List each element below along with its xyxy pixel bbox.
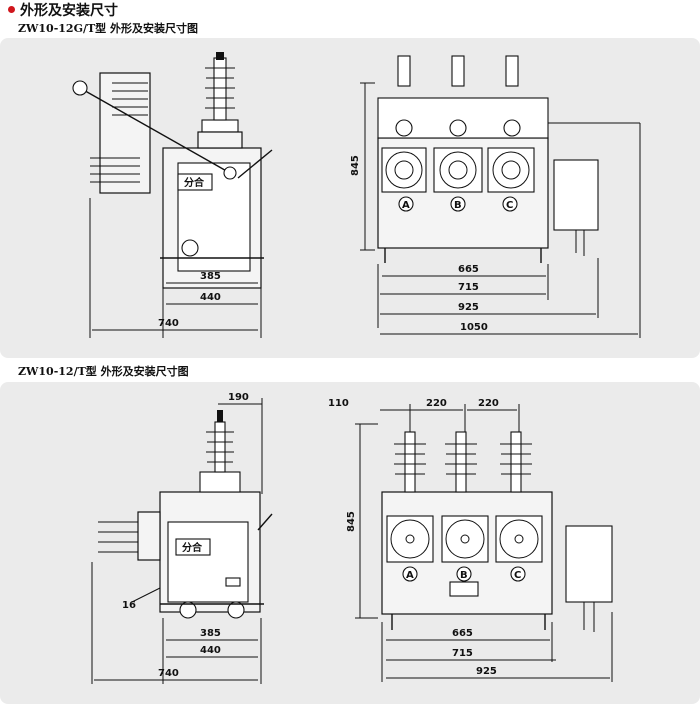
dim-845-1: 845 bbox=[350, 155, 361, 176]
section-header: 外形及安装尺寸 bbox=[8, 0, 118, 20]
phase-b-label-1: B bbox=[454, 200, 462, 211]
phase-b-2: B bbox=[441, 515, 489, 582]
section2-title: ZW10-12/T型 外形及安装尺寸图 bbox=[18, 365, 189, 378]
drawing-zw10-12gt: 分合 385 440 740 A bbox=[72, 52, 641, 338]
phase-a-2: A bbox=[386, 515, 434, 582]
dim-220-b: 220 bbox=[478, 398, 499, 409]
dim-110: 110 bbox=[328, 398, 349, 409]
dim-845-2: 845 bbox=[346, 511, 357, 532]
switch-label-1: 分合 bbox=[184, 176, 205, 189]
control-box-1 bbox=[553, 159, 599, 231]
lever-end bbox=[223, 166, 237, 180]
dim-740-2: 740 bbox=[158, 668, 179, 679]
dim-715-2: 715 bbox=[452, 648, 473, 659]
phase-c-1: C bbox=[487, 147, 535, 212]
phase-a-label-1: A bbox=[402, 200, 410, 211]
dim-385-2: 385 bbox=[200, 628, 221, 639]
side-wheel bbox=[181, 239, 199, 257]
top-insulator bbox=[205, 52, 235, 121]
dim-1050-1: 1050 bbox=[460, 322, 488, 333]
dim-925-2: 925 bbox=[476, 666, 497, 677]
phase-c-label-2: C bbox=[514, 570, 521, 581]
bushing-base bbox=[197, 131, 243, 149]
indicator bbox=[225, 577, 241, 587]
bullet-icon bbox=[8, 6, 15, 13]
side-view-1: 分合 385 440 740 bbox=[72, 52, 273, 338]
section1-title: ZW10-12G/T型 外形及安装尺寸图 bbox=[18, 22, 198, 35]
switch-label-box-2 bbox=[175, 538, 211, 556]
left-insulator-lower bbox=[90, 157, 140, 183]
switch-label-2: 分合 bbox=[182, 541, 203, 554]
phase-a-1: A bbox=[381, 147, 427, 212]
wheel-right-2 bbox=[227, 601, 245, 619]
dim-385-1: 385 bbox=[200, 271, 221, 282]
terminals bbox=[395, 55, 521, 137]
phase-a-label-2: A bbox=[406, 570, 414, 581]
drawing-zw10-12t: 分合 190 16 385 440 740 A bbox=[91, 392, 613, 684]
bushing-base-2 bbox=[199, 471, 241, 493]
header-title: 外形及安装尺寸 bbox=[20, 3, 118, 19]
left-insulator-2 bbox=[98, 521, 138, 553]
control-box-2 bbox=[565, 525, 613, 603]
dim-220-a: 220 bbox=[426, 398, 447, 409]
lever-pivot bbox=[72, 80, 88, 96]
phase-b-label-2: B bbox=[460, 570, 468, 581]
side-panel-2 bbox=[167, 521, 249, 603]
wheel-left-2 bbox=[179, 601, 197, 619]
phase-c-2: C bbox=[495, 515, 543, 582]
dim-665-1: 665 bbox=[458, 264, 479, 275]
front-view-1: A B C 845 665 715 925 1050 bbox=[350, 55, 641, 338]
switch-label-box-1 bbox=[177, 173, 213, 191]
side-view-2: 分合 190 16 385 440 740 bbox=[91, 392, 273, 684]
left-bracket bbox=[137, 511, 161, 561]
dim-190: 190 bbox=[228, 392, 249, 403]
dim-16-leader bbox=[131, 587, 161, 603]
dim-440-1: 440 bbox=[200, 292, 221, 303]
phase-c-label-1: C bbox=[506, 200, 513, 211]
handle bbox=[237, 149, 273, 179]
dim-925-1: 925 bbox=[458, 302, 479, 313]
dim-715-1: 715 bbox=[458, 282, 479, 293]
lever-arm bbox=[79, 87, 231, 174]
front-insulators-2 bbox=[394, 431, 532, 493]
dim-16: 16 bbox=[122, 600, 136, 611]
legs-1 bbox=[384, 248, 542, 263]
phase-b-1: B bbox=[433, 147, 483, 212]
dim-740-1: 740 bbox=[158, 318, 179, 329]
top-insulator-2 bbox=[206, 410, 234, 473]
left-frame bbox=[99, 72, 151, 194]
left-insulator-upper bbox=[112, 82, 148, 116]
front-view-2: A B C 110 220 220 845 665 715 bbox=[328, 398, 613, 682]
nameplate-2 bbox=[449, 581, 479, 597]
legs-2 bbox=[391, 614, 546, 630]
handle-2 bbox=[257, 513, 273, 531]
dim-190-line bbox=[218, 398, 263, 494]
dim-440-2: 440 bbox=[200, 645, 221, 656]
bushing-cap bbox=[201, 119, 239, 133]
dim-665-2: 665 bbox=[452, 628, 473, 639]
